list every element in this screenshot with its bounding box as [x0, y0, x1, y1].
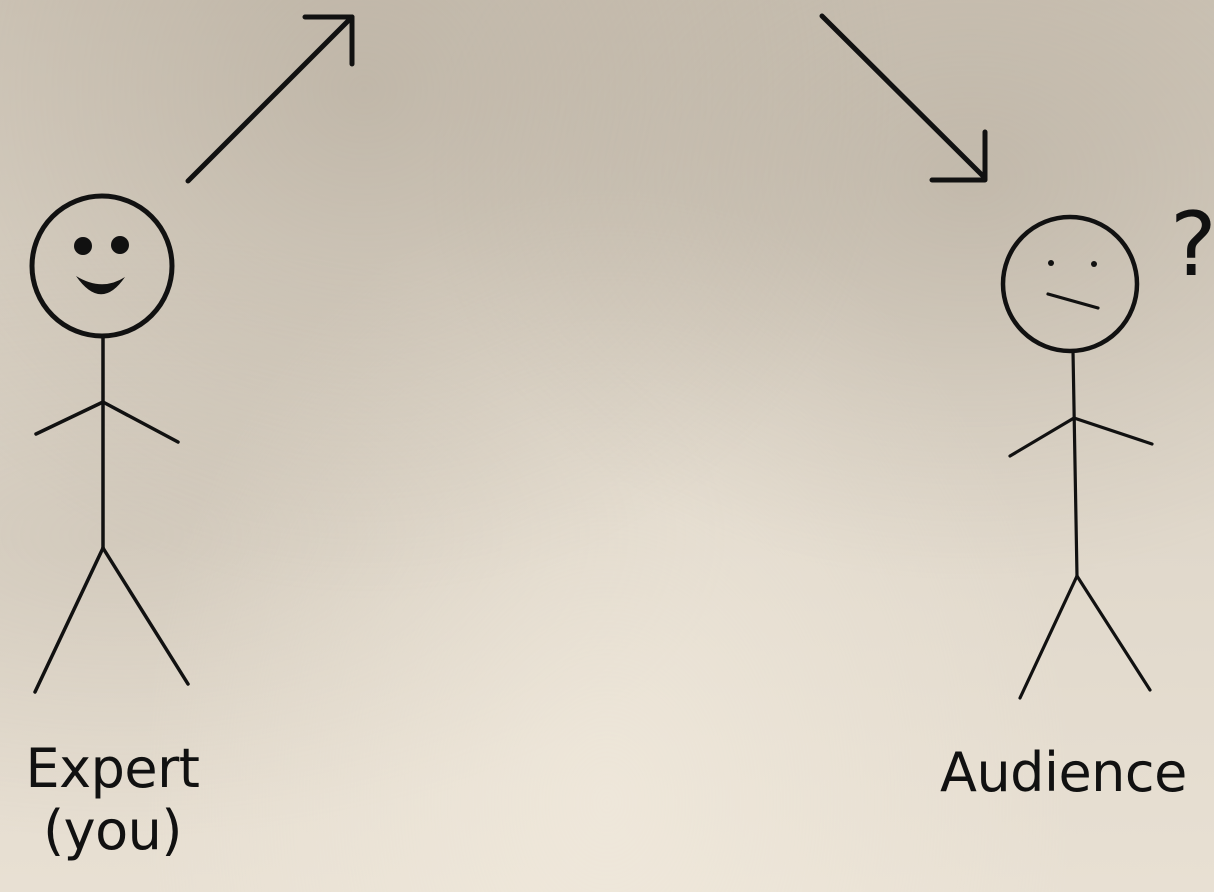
expert-head: [32, 196, 172, 336]
expert-note: (you): [0, 800, 225, 862]
expert-figure: [32, 196, 188, 692]
audience-figure: [1003, 217, 1152, 698]
expert-smile: [76, 276, 125, 294]
expert-label: Expert (you): [0, 738, 225, 862]
expert-left-eye: [74, 237, 92, 255]
audience-right-eye: [1091, 261, 1097, 267]
question-mark: ?: [1170, 195, 1214, 295]
audience-label: Audience: [940, 742, 1214, 804]
expert-name: Expert: [0, 738, 225, 800]
audience-head: [1003, 217, 1137, 351]
incoming-arrow: [822, 16, 985, 180]
expert-body: [35, 336, 188, 692]
outgoing-arrow: [188, 17, 352, 181]
audience-mouth: [1048, 294, 1098, 308]
audience-left-eye: [1048, 260, 1054, 266]
audience-body: [1010, 351, 1152, 698]
expert-right-eye: [111, 236, 129, 254]
audience-name: Audience: [940, 742, 1214, 804]
